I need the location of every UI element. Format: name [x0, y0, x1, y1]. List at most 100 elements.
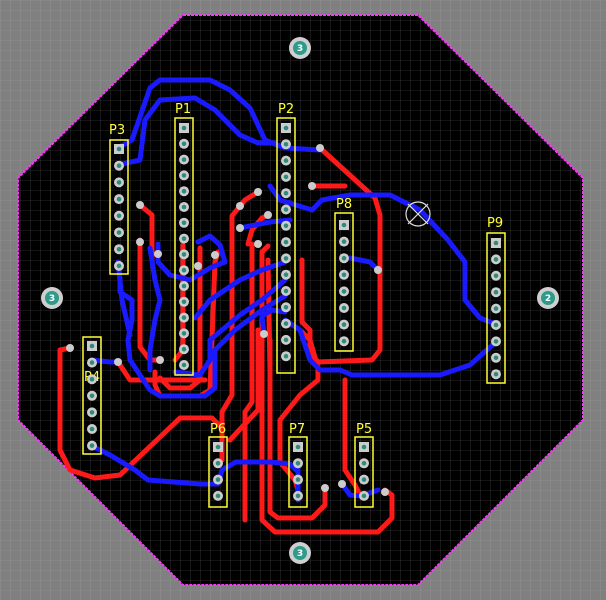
pin-hole — [361, 444, 367, 450]
p2-silkscreen-outline — [276, 117, 296, 374]
p6-silkscreen-outline — [208, 436, 228, 508]
pin-hole — [181, 125, 187, 131]
via — [156, 356, 164, 364]
via — [236, 202, 244, 210]
component-p4[interactable]: P4 — [82, 336, 102, 455]
p3-pads — [114, 144, 124, 271]
via — [66, 344, 74, 352]
pin-hole — [493, 306, 499, 311]
pin-hole — [493, 339, 499, 344]
via — [254, 240, 262, 248]
pin-hole — [493, 257, 499, 262]
via — [254, 188, 262, 196]
p5-silkscreen-outline — [354, 436, 374, 508]
pin-hole — [283, 142, 289, 147]
pin-hole — [215, 444, 221, 450]
pin-hole — [283, 305, 289, 310]
via — [338, 480, 346, 488]
pin-hole — [341, 289, 347, 294]
pin-hole — [283, 288, 289, 294]
p2-designator: P2 — [278, 102, 294, 117]
pin-hole — [181, 220, 187, 226]
pin-hole — [341, 272, 347, 278]
p3-silkscreen-outline — [109, 139, 129, 275]
pin-hole — [181, 173, 187, 178]
pin-hole — [116, 146, 122, 152]
component-p1[interactable]: P1 — [174, 102, 194, 376]
pin-hole — [361, 493, 367, 499]
pin-hole — [295, 493, 301, 499]
pin-hole — [181, 362, 187, 368]
pin-hole — [493, 371, 499, 377]
pin-hole — [89, 376, 95, 382]
pin-hole — [116, 263, 122, 269]
pin-hole — [283, 256, 289, 261]
pin-hole — [493, 322, 499, 328]
pin-hole — [181, 236, 187, 241]
pin-hole — [341, 305, 347, 311]
pin-hole — [215, 461, 221, 466]
via — [381, 488, 389, 496]
pin-hole — [181, 252, 187, 257]
pin-hole — [116, 230, 122, 235]
pin-hole — [341, 255, 347, 261]
pin-hole — [283, 190, 289, 196]
mounting-hole-top[interactable]: 3 — [289, 37, 311, 59]
pin-hole — [215, 493, 221, 499]
mounting-hole-left[interactable]: 3 — [41, 287, 63, 309]
pin-hole — [181, 315, 187, 320]
component-p6[interactable]: P6 — [208, 422, 228, 508]
pin-hole — [283, 321, 289, 326]
pin-hole — [283, 239, 289, 245]
p9-pads — [491, 238, 501, 380]
mounting-hole-bottom[interactable]: 3 — [289, 542, 311, 564]
component-p3[interactable]: P3 — [109, 123, 129, 275]
pin-hole — [89, 360, 95, 365]
pin-hole — [295, 444, 301, 450]
pin-hole — [89, 443, 95, 448]
pin-hole — [283, 223, 289, 229]
p5-pads — [359, 442, 369, 501]
via — [316, 144, 324, 152]
pin-hole — [493, 273, 499, 279]
component-p9[interactable]: P9 — [486, 216, 506, 384]
pin-hole — [181, 267, 187, 273]
pin-hole — [89, 410, 95, 415]
via — [194, 262, 202, 270]
pin-hole — [89, 393, 95, 399]
via — [374, 266, 382, 274]
mounting-hole-right[interactable]: 2 — [537, 287, 559, 309]
component-p5[interactable]: P5 — [354, 422, 374, 508]
p5-designator: P5 — [356, 422, 372, 437]
pin-hole — [493, 355, 499, 361]
component-p7[interactable]: P7 — [288, 422, 308, 508]
pin-hole — [295, 461, 301, 466]
mounting-hole-left-label: 3 — [49, 294, 55, 304]
via — [136, 201, 144, 209]
component-p2[interactable]: P2 — [276, 102, 296, 374]
pin-hole — [116, 213, 122, 219]
p3-designator: P3 — [109, 123, 125, 138]
pin-hole — [493, 289, 499, 295]
p1-pads — [179, 123, 189, 370]
p9-designator: P9 — [487, 216, 503, 231]
p4-pads — [87, 341, 97, 451]
pin-hole — [181, 299, 187, 305]
pin-hole — [493, 240, 499, 246]
pin-hole — [283, 353, 289, 359]
component-p8[interactable]: P8 — [334, 197, 354, 352]
pin-hole — [181, 331, 187, 336]
pin-hole — [283, 207, 289, 212]
pin-hole — [341, 322, 347, 327]
pin-hole — [215, 477, 221, 482]
pin-hole — [181, 141, 187, 147]
via — [321, 484, 329, 492]
pin-hole — [283, 125, 289, 131]
board-outline — [17, 14, 584, 586]
p2-pads — [281, 123, 291, 362]
p8-designator: P8 — [336, 197, 352, 212]
pin-hole — [116, 246, 122, 252]
pin-hole — [283, 158, 289, 163]
pin-hole — [116, 163, 122, 168]
